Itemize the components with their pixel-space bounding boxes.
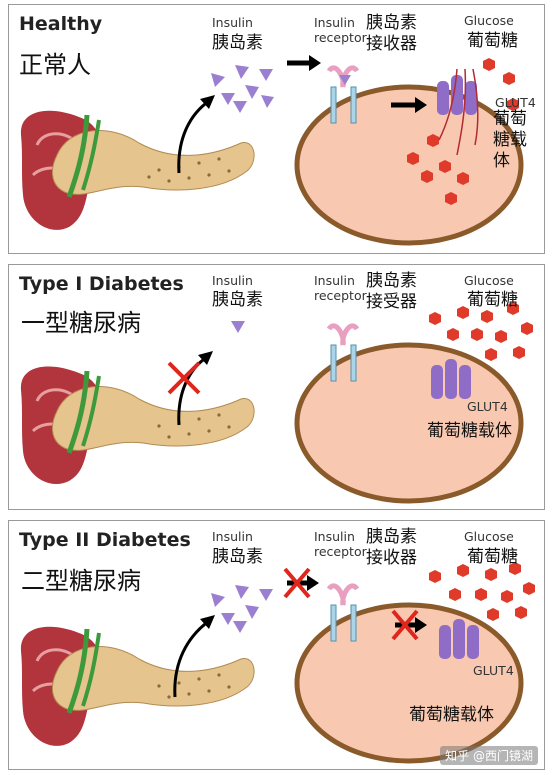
- receptor-label-en: Insulin receptor: [314, 529, 367, 559]
- receptor-label-zh: 胰岛素 接收器: [366, 13, 417, 54]
- panel-title-zh: 二型糖尿病: [21, 567, 141, 595]
- type1-scene: [20, 302, 533, 504]
- glut4-transporter: [431, 359, 471, 399]
- panel-title-zh: 一型糖尿病: [21, 309, 141, 337]
- glucose-molecules: [407, 58, 519, 205]
- receptor-label-en: Insulin receptor: [314, 273, 367, 303]
- insulin-label-en: Insulin: [212, 529, 253, 544]
- glut4-label-en: GLUT4: [473, 663, 514, 678]
- glut4-label-en: GLUT4: [467, 399, 508, 414]
- panel-title-en: Type I Diabetes: [19, 273, 184, 295]
- glucose-molecules: [429, 302, 533, 361]
- insulin-label-zh: 胰岛素: [212, 33, 263, 53]
- receptor-label-zh: 胰岛素 接受器: [366, 271, 417, 312]
- insulin-receptor: [326, 65, 360, 124]
- receptor-label-en: Insulin receptor: [314, 15, 367, 45]
- release-arrow: [177, 99, 210, 174]
- glut4-label-zh: 葡萄糖载体: [409, 705, 494, 725]
- glucose-label-zh: 葡萄糖: [467, 290, 518, 310]
- insulin-label-en: Insulin: [212, 273, 253, 288]
- glut4-label-zh: 葡萄 糖载 体: [493, 109, 527, 171]
- insulin-receptor: [326, 323, 360, 382]
- panel-title-en: Type II Diabetes: [19, 529, 191, 551]
- insulin-receptor: [326, 583, 360, 642]
- pancreas-shape: [51, 130, 255, 195]
- glucose-label-en: Glucose: [464, 273, 514, 288]
- glut4-transporter: [439, 619, 479, 659]
- insulin-label-zh: 胰岛素: [212, 547, 263, 567]
- cell-membrane: [294, 84, 524, 246]
- glucose-molecules: [429, 562, 535, 621]
- insulin-label-en: Insulin: [212, 15, 253, 30]
- release-arrow: [177, 355, 208, 426]
- panel-title-zh: 正常人: [19, 51, 91, 79]
- glut4-transporter: [437, 75, 477, 115]
- insulin-molecule: [231, 321, 245, 333]
- panel-healthy: Healthy 正常人 Insulin 胰岛素 Insulin receptor…: [8, 4, 545, 254]
- glucose-label-en: Glucose: [464, 529, 514, 544]
- release-arrow: [173, 619, 210, 698]
- insulin-molecules: [211, 585, 273, 633]
- glut4-label-zh: 葡萄糖载体: [427, 421, 512, 441]
- panel-type2: Type II Diabetes 二型糖尿病 Insulin 胰岛素 Insul…: [8, 520, 545, 770]
- glucose-label-en: Glucose: [464, 13, 514, 28]
- bile-duct: [66, 370, 90, 454]
- receptor-label-zh: 胰岛素 接收器: [366, 527, 417, 568]
- watermark: 知乎 @西门镜湖: [440, 746, 538, 765]
- insulin-label-zh: 胰岛素: [212, 290, 263, 310]
- bile-duct: [66, 114, 90, 198]
- panel-title-en: Healthy: [19, 13, 103, 35]
- panel-type1: Type I Diabetes 一型糖尿病 Insulin 胰岛素 Insuli…: [8, 264, 545, 510]
- insulin-molecules: [211, 65, 274, 113]
- block-x-icon: [391, 609, 419, 641]
- bile-duct: [66, 628, 90, 714]
- block-x-icon: [283, 567, 311, 599]
- type2-scene: [20, 562, 535, 764]
- glucose-label-zh: 葡萄糖: [467, 547, 518, 567]
- healthy-scene: [20, 55, 524, 246]
- block-x-icon: [167, 361, 201, 395]
- glucose-flow: [438, 68, 479, 156]
- glucose-label-zh: 葡萄糖: [467, 31, 518, 51]
- glut4-label-en: GLUT4: [495, 95, 536, 110]
